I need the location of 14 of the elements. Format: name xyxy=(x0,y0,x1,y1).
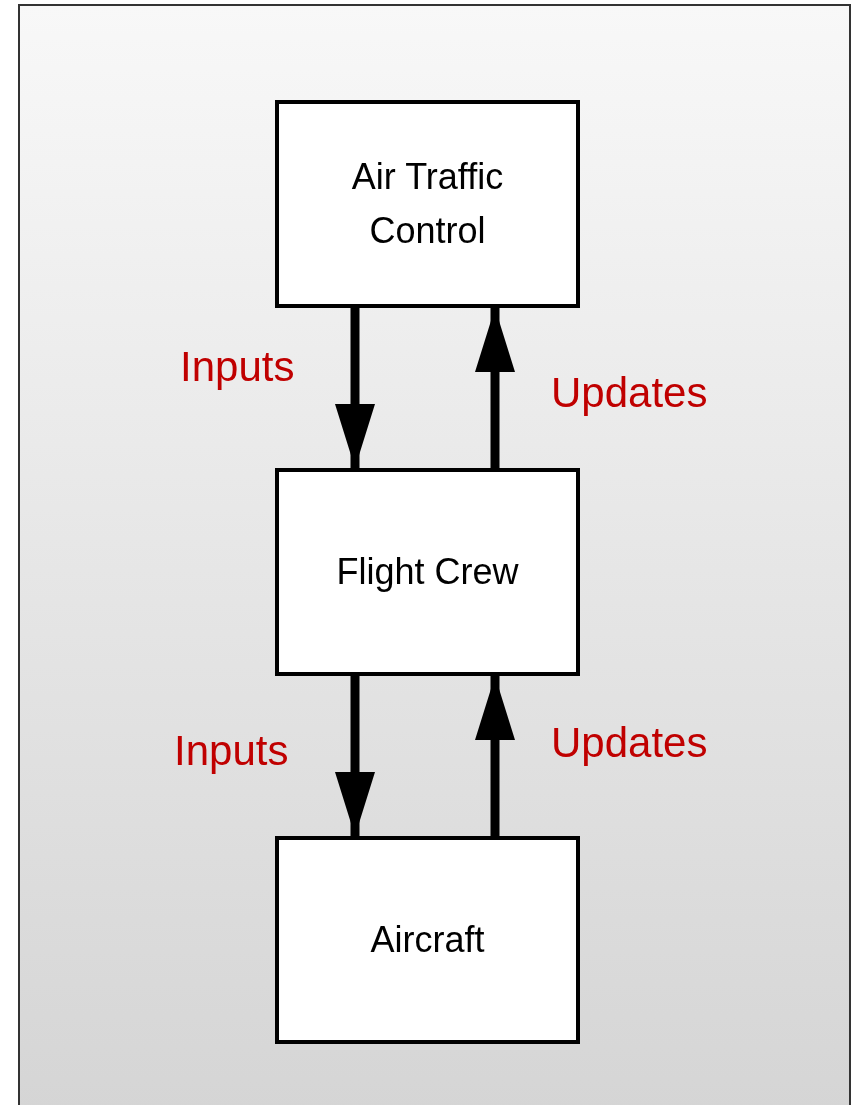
process-box xyxy=(275,100,580,308)
arrow xyxy=(335,676,375,836)
arrow xyxy=(475,308,515,468)
edge-label: Updates xyxy=(551,722,708,764)
edge-label: Inputs xyxy=(174,730,289,772)
box-label: Flight Crew xyxy=(336,550,519,594)
box-label: Air Traffic Control xyxy=(350,155,505,253)
process-box xyxy=(275,468,580,676)
edge-label: Updates xyxy=(551,372,708,414)
arrow xyxy=(475,676,515,836)
box-label: Aircraft xyxy=(370,918,485,962)
edge-label: Inputs xyxy=(180,346,295,388)
arrow xyxy=(335,308,375,468)
process-box xyxy=(275,836,580,1044)
